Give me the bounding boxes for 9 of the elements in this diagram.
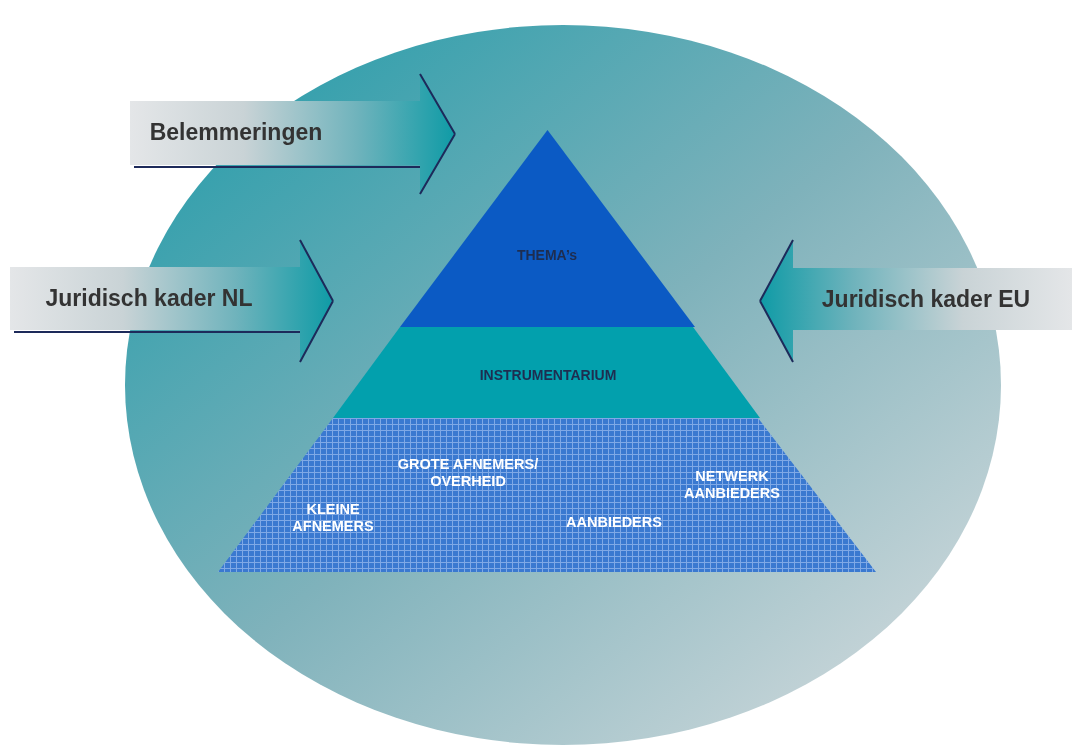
arrow-label: Juridisch kader NL (45, 284, 253, 312)
tier-label: THEMA’s (516, 246, 578, 264)
tier-label: INSTRUMENTARIUM (479, 366, 617, 384)
tier-label: KLEINE AFNEMERS (291, 501, 375, 535)
tier-label: AANBIEDERS (565, 513, 663, 531)
arrow-label: Belemmeringen (149, 118, 323, 146)
tier-label: GROTE AFNEMERS/ OVERHEID (396, 456, 540, 490)
tier-label: NETWERK AANBIEDERS (683, 468, 781, 502)
arrow-label: Juridisch kader EU (821, 285, 1031, 313)
